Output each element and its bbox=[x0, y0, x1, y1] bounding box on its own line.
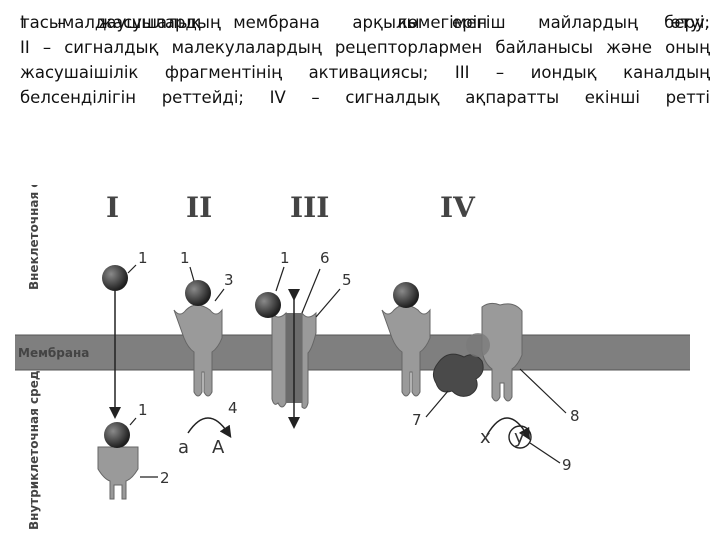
membrane-label: Мембрана bbox=[18, 346, 89, 360]
signal-molecule-ii bbox=[185, 280, 211, 306]
signal-transduction-diagram: Внеклеточная среда Внутриклеточная среда… bbox=[15, 185, 690, 530]
label-2: 2 bbox=[160, 469, 170, 487]
extracellular-label: Внеклеточная среда bbox=[27, 185, 41, 290]
membrane-band bbox=[15, 335, 690, 370]
text-line-5: тасымалдаушылардың көмегімен беру. bbox=[20, 13, 710, 32]
text-line-1: I – жасушалық мембрана арқылы ерігіш май… bbox=[20, 13, 710, 32]
label-3: 3 bbox=[224, 271, 234, 289]
label-9: 9 bbox=[562, 456, 572, 474]
effector-enzyme bbox=[481, 302, 523, 402]
intracellular-label: Внутриклеточная среда bbox=[27, 362, 41, 530]
text-line-3: жасушаішілік фрагментінің активациясы; I… bbox=[20, 63, 710, 82]
intracellular-receptor bbox=[97, 446, 139, 500]
substrate-a: а bbox=[178, 437, 189, 458]
second-messenger-y-ring bbox=[508, 425, 532, 449]
text-line-4: белсенділігін реттейді; IV – сигналдық а… bbox=[20, 88, 710, 107]
signal-molecule-i-inside bbox=[104, 422, 130, 448]
second-messenger-x: х bbox=[480, 427, 491, 448]
roman-iv: IV bbox=[440, 191, 476, 224]
label-8: 8 bbox=[570, 407, 580, 425]
signal-molecule-iii bbox=[255, 292, 281, 318]
roman-iii: III bbox=[290, 191, 329, 224]
product-a: А bbox=[212, 437, 225, 458]
label-1-i-bottom: 1 bbox=[138, 401, 148, 419]
g-protein bbox=[432, 353, 484, 397]
receptor-ii bbox=[173, 304, 223, 397]
ion-channel-right bbox=[301, 311, 317, 409]
signal-molecule-iv bbox=[393, 282, 419, 308]
text-line-2: II – сигналдық малекулалардың рецепторла… bbox=[20, 38, 710, 57]
label-1-i-top: 1 bbox=[138, 249, 148, 267]
ion-channel-left bbox=[271, 311, 287, 408]
description-paragraph: I – жасушалық мембрана арқылы ерігіш май… bbox=[20, 10, 710, 110]
label-1-iii: 1 bbox=[280, 249, 290, 267]
roman-ii: II bbox=[186, 191, 212, 224]
signal-molecule-i-outside bbox=[102, 265, 128, 291]
label-5: 5 bbox=[342, 271, 352, 289]
label-4: 4 bbox=[228, 399, 238, 417]
roman-i: I bbox=[106, 191, 119, 224]
label-7: 7 bbox=[412, 411, 422, 429]
second-messenger-y: у bbox=[514, 427, 525, 448]
label-1-ii: 1 bbox=[180, 249, 190, 267]
receptor-iv bbox=[381, 304, 431, 397]
label-6: 6 bbox=[320, 249, 330, 267]
